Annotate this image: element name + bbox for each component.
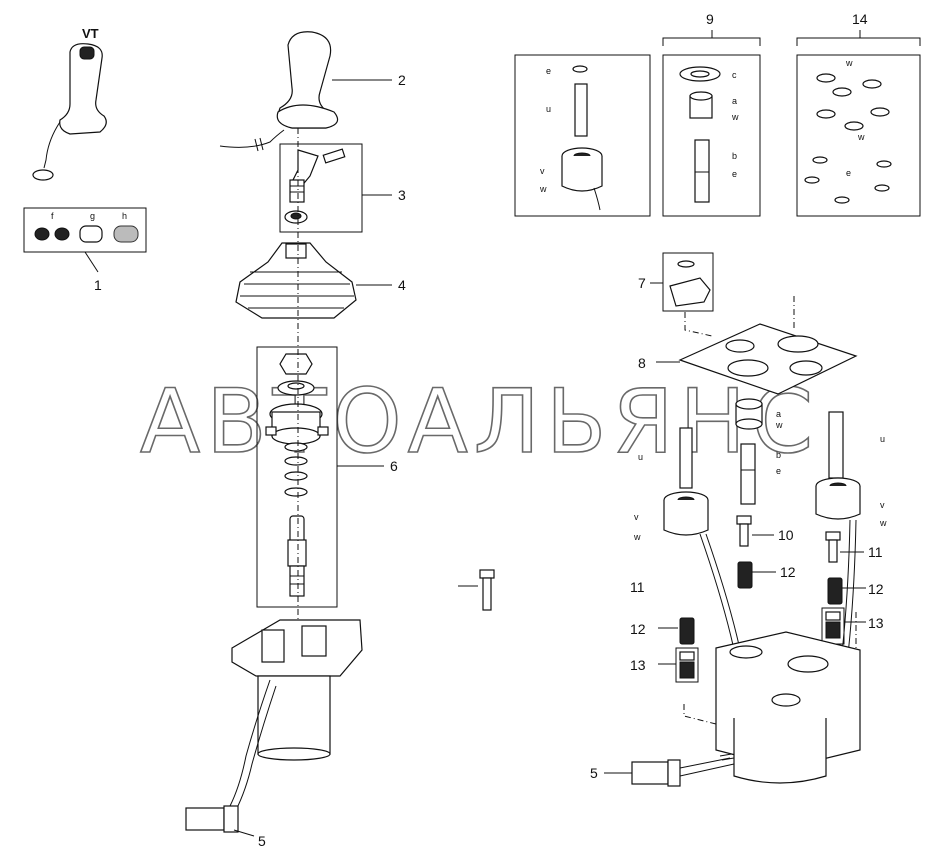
callout-5-left: 5 (258, 833, 266, 849)
callout-13-left: 13 (630, 657, 646, 673)
asm-letter-v2: v (880, 500, 885, 510)
callout-7: 7 (638, 275, 646, 291)
callout-2: 2 (398, 72, 406, 88)
kit14-letter-w1: w (845, 58, 853, 68)
callout-8: 8 (638, 355, 646, 371)
vt-joystick-figure: VT (32, 26, 107, 181)
kit9b-letter-e: e (732, 169, 737, 179)
vt-label: VT (82, 26, 99, 41)
asm-letter-v1: v (634, 512, 639, 522)
kit9b-letter-w: w (731, 112, 739, 122)
kit9b-letter-a: a (732, 96, 737, 106)
callout-10: 10 (778, 527, 794, 543)
callout-3: 3 (398, 187, 406, 203)
asm-letter-a: a (776, 409, 781, 419)
callout-12-mid: 12 (780, 564, 796, 580)
kit9a-letter-w: w (539, 184, 547, 194)
asm-letter-w2: w (879, 518, 887, 528)
callout-9: 9 (706, 11, 714, 27)
kit1-letter-h: h (122, 211, 127, 221)
kit-14-box: 14 w w e (796, 11, 921, 217)
callout-11-right: 11 (868, 544, 883, 560)
callout-6: 6 (390, 458, 398, 474)
kit9a-letter-e: e (546, 66, 551, 76)
callout-12-right: 12 (868, 581, 884, 597)
asm-letter-b: b (776, 450, 781, 460)
central-joystick-stack: 2 3 4 6 (185, 31, 406, 849)
kit9b-letter-c: c (732, 70, 737, 80)
kit1-letter-g: g (90, 211, 95, 221)
right-joystick-assembly: 7 8 a w b e u v w u v (458, 252, 887, 787)
watermark-text: АВТОАЛЬЯНС (140, 370, 819, 473)
kit-9a-box: e u v w (514, 54, 651, 217)
asm-letter-e: e (776, 466, 781, 476)
callout-1: 1 (94, 277, 102, 293)
kit9a-letter-v: v (540, 166, 545, 176)
callout-13-right: 13 (868, 615, 884, 631)
callout-4: 4 (398, 277, 406, 293)
kit14-letter-e: e (846, 168, 851, 178)
asm-letter-w1: w (633, 532, 641, 542)
asm-letter-u2: u (880, 434, 885, 444)
kit-1-box: f g h 1 (23, 207, 147, 293)
kit-9b-box: 9 c a w b e (662, 11, 761, 217)
callout-12-left: 12 (630, 621, 646, 637)
asm-letter-u1: u (638, 452, 643, 462)
kit9b-letter-b: b (732, 151, 737, 161)
kit1-letter-f: f (51, 211, 54, 221)
asm-letter-w: w (775, 420, 783, 430)
kit14-letter-w2: w (857, 132, 865, 142)
callout-14: 14 (852, 11, 868, 27)
callout-11-left: 11 (630, 579, 645, 595)
kit9a-letter-u: u (546, 104, 551, 114)
callout-5-right: 5 (590, 765, 598, 781)
